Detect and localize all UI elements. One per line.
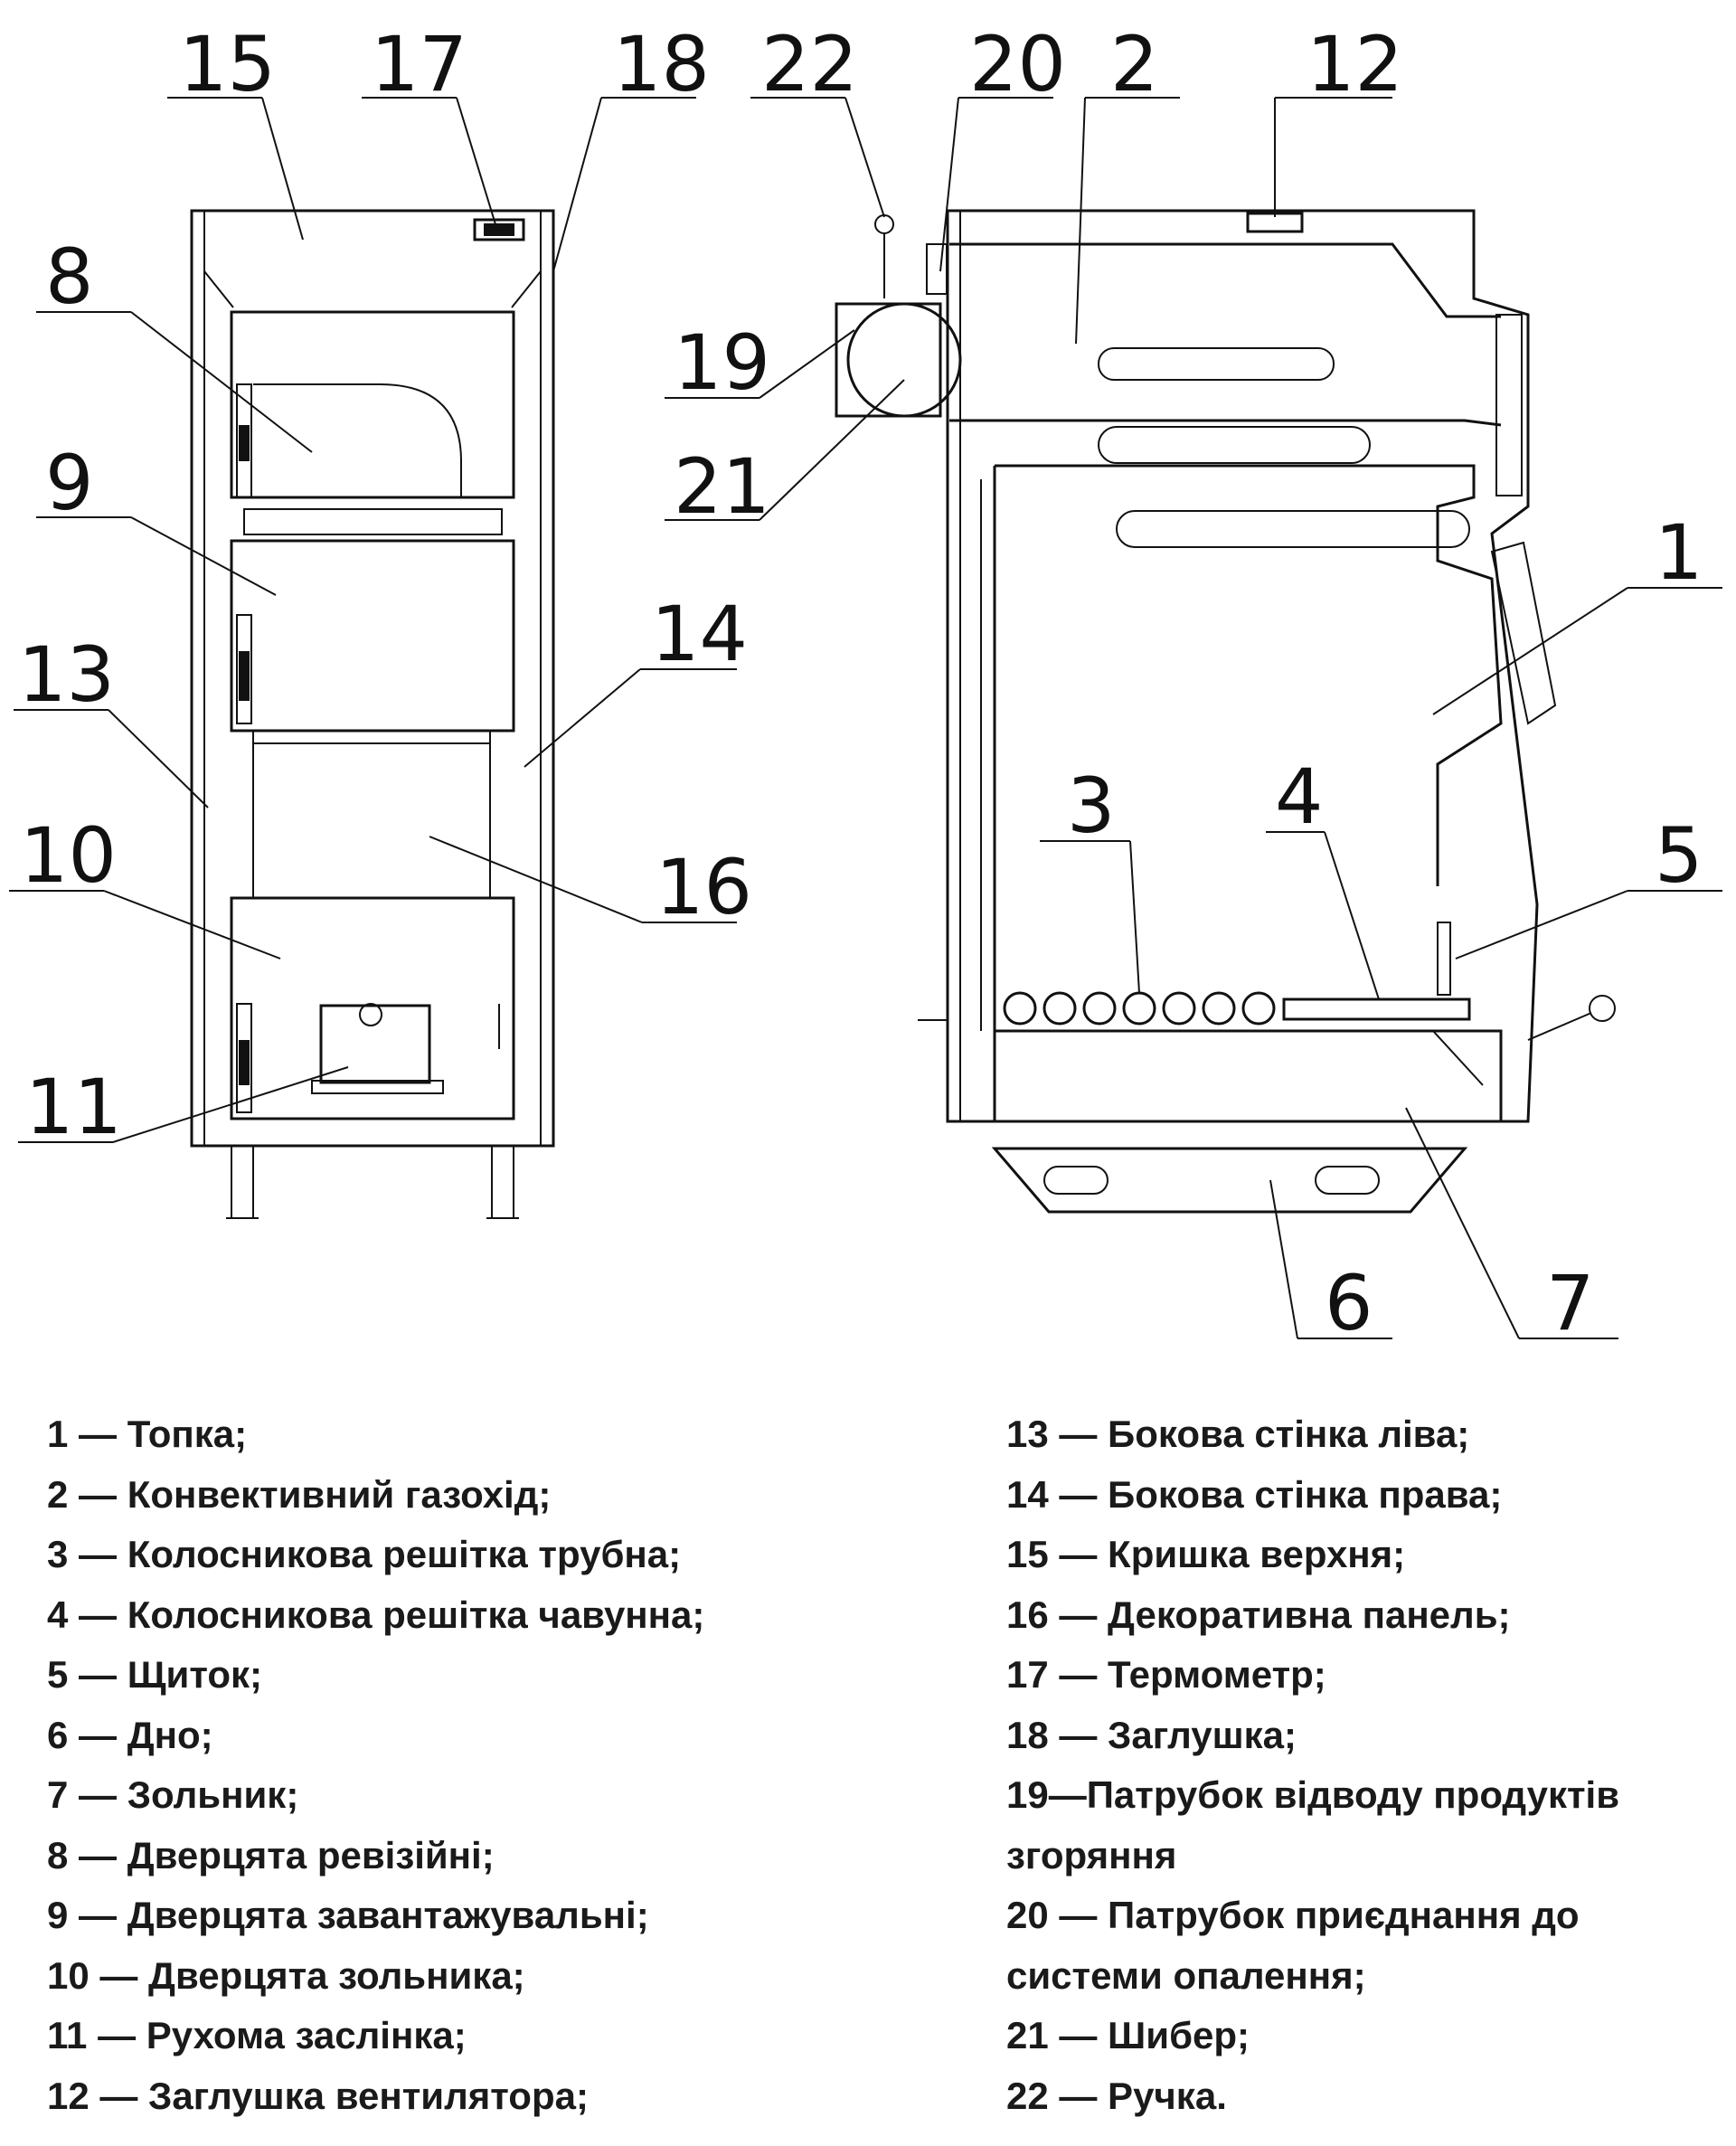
callout-3: 3 bbox=[1067, 761, 1115, 850]
legend-item: системи опалення; bbox=[1006, 1953, 1366, 1997]
boiler-diagram: 15 17 18 8 9 13 14 10 16 11 22 20 2 12 1… bbox=[9, 20, 1722, 1347]
callout-21: 21 bbox=[674, 442, 770, 531]
callout-16: 16 bbox=[656, 843, 752, 931]
side-section-view bbox=[835, 209, 1616, 1214]
callout-17: 17 bbox=[371, 20, 467, 109]
callout-9: 9 bbox=[45, 439, 93, 527]
chimney-pipe bbox=[835, 302, 942, 418]
handle bbox=[874, 214, 894, 234]
ash-door bbox=[230, 896, 515, 1120]
ash-pan bbox=[993, 1029, 1503, 1123]
legend-item: 20 — Патрубок приєднання до bbox=[1006, 1894, 1580, 1936]
legend-item: 19—Патрубок відводу продуктів bbox=[1006, 1773, 1620, 1816]
bottom bbox=[991, 1147, 1468, 1214]
tube-grate bbox=[1003, 991, 1276, 1026]
legend-item: 12 — Заглушка вентилятора; bbox=[47, 2074, 589, 2117]
legend-item: 6 — Дно; bbox=[47, 1713, 213, 1756]
shield bbox=[1437, 922, 1451, 996]
callout-11: 11 bbox=[25, 1063, 122, 1151]
legend-item: 13 — Бокова стінка ліва; bbox=[1006, 1413, 1470, 1455]
legend-item: 9 — Дверцята завантажувальні; bbox=[47, 1894, 649, 1936]
legend-item: 14 — Бокова стінка права; bbox=[1006, 1472, 1503, 1516]
legend-item: 2 — Конвективний газохід; bbox=[47, 1472, 552, 1516]
legend-item: 21 — Шибер; bbox=[1006, 2014, 1250, 2056]
heating-connection bbox=[926, 243, 948, 295]
legend-item: згоряння bbox=[1006, 1833, 1177, 1877]
thermometer bbox=[473, 218, 525, 241]
legend-item: 1 — Топка; bbox=[47, 1413, 248, 1455]
legend-item: 15 — Кришка верхня; bbox=[1006, 1533, 1406, 1575]
callout-12: 12 bbox=[1307, 20, 1403, 109]
loading-door bbox=[230, 539, 515, 733]
callout-4: 4 bbox=[1275, 752, 1323, 841]
legend-item: 22 — Ручка. bbox=[1006, 2074, 1227, 2117]
callout-1: 1 bbox=[1655, 508, 1703, 597]
legend-item: 8 — Дверцята ревізійні; bbox=[47, 1833, 495, 1877]
callout-13: 13 bbox=[18, 630, 115, 719]
legend-item: 5 — Щиток; bbox=[47, 1653, 262, 1696]
legend-item: 3 — Колосникова решітка трубна; bbox=[47, 1533, 682, 1575]
callout-7: 7 bbox=[1546, 1259, 1594, 1347]
callout-18: 18 bbox=[613, 20, 710, 109]
legend-right-column: 13 — Бокова стінка ліва; 14 — Бокова сті… bbox=[1006, 1404, 1712, 2126]
callout-5: 5 bbox=[1655, 811, 1703, 900]
callout-10: 10 bbox=[20, 811, 117, 900]
callout-19: 19 bbox=[674, 318, 770, 407]
legend-item: 17 — Термометр; bbox=[1006, 1653, 1326, 1696]
callout-20: 20 bbox=[969, 20, 1066, 109]
callout-15: 15 bbox=[179, 20, 276, 109]
front-view bbox=[190, 209, 555, 1219]
leader-lines bbox=[9, 97, 1722, 1339]
legend-item: 7 — Зольник; bbox=[47, 1773, 299, 1816]
legend-left-column: 1 — Топка; 2 — Конвективний газохід; 3 —… bbox=[47, 1404, 951, 2126]
callout-2: 2 bbox=[1110, 20, 1158, 109]
callout-8: 8 bbox=[45, 232, 93, 321]
callout-numbers: 15 17 18 8 9 13 14 10 16 11 22 20 2 12 1… bbox=[18, 20, 1703, 1347]
callout-22: 22 bbox=[761, 20, 858, 109]
callout-6: 6 bbox=[1325, 1259, 1373, 1347]
legend-item: 4 — Колосникова решітка чавунна; bbox=[47, 1593, 705, 1636]
revision-door bbox=[230, 310, 515, 499]
cast-iron-grate bbox=[1282, 997, 1471, 1021]
callout-14: 14 bbox=[651, 590, 748, 678]
legend-item: 16 — Декоративна панель; bbox=[1006, 1593, 1511, 1636]
legend-item: 18 — Заглушка; bbox=[1006, 1713, 1297, 1756]
legend-item: 10 — Дверцята зольника; bbox=[47, 1953, 525, 1997]
legend-item: 11 — Рухома заслінка; bbox=[47, 2014, 467, 2056]
